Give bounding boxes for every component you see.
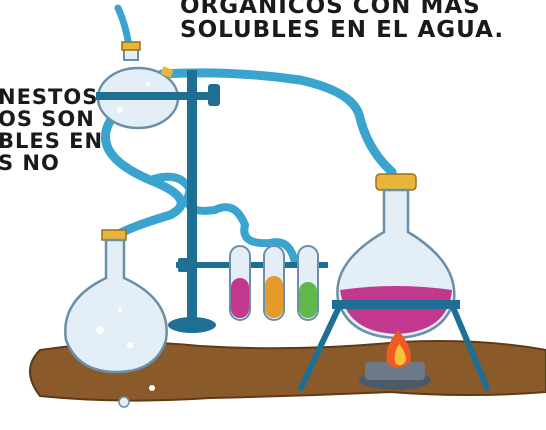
- flask-icon: [64, 229, 168, 374]
- flask-icon: [332, 173, 460, 340]
- droplet: [118, 396, 130, 408]
- caption-line: ORGÁNICOS CON MÁS: [180, 0, 481, 19]
- test-tube-icon: [229, 245, 251, 321]
- burner-icon: [359, 362, 431, 390]
- caption-left: NESTOS OS SON BLES EN S NO: [0, 86, 103, 174]
- tripod: [297, 303, 491, 392]
- caption-line: SOLUBLES EN EL AGUA.: [180, 17, 505, 43]
- connector-tube: [157, 68, 397, 177]
- flask-icon: [96, 41, 180, 130]
- caption-top: ORGÁNICOS CON MÁS SOLUBLES EN EL AGUA.: [180, 0, 504, 42]
- test-tube-icon: [297, 245, 319, 321]
- test-tube-icon: [263, 245, 285, 321]
- caption-line: BLES EN: [0, 129, 104, 153]
- test-tube-rack: [176, 258, 328, 272]
- stand-icon: [150, 70, 220, 333]
- caption-line: OS SON: [0, 107, 95, 131]
- caption-line: S NO: [0, 151, 60, 175]
- siphon-tube: [100, 103, 186, 245]
- caption-line: NESTOS: [0, 85, 99, 109]
- droplet: [149, 385, 155, 391]
- flame-icon: [386, 330, 411, 368]
